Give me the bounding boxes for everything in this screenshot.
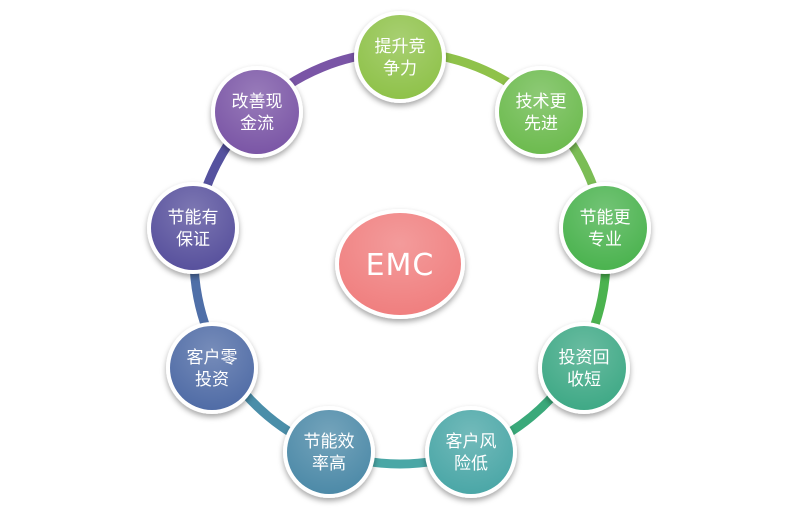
benefit-node-label-line: 客户风 (446, 432, 497, 452)
benefit-node-label-line: 专业 (588, 230, 622, 250)
benefit-nodes: 提升竞争力技术更先进节能更专业投资回收短客户风险低节能效率高客户零投资节能有保证… (147, 11, 651, 498)
benefit-node-label-line: 金流 (240, 114, 274, 134)
benefit-node-label-line: 先进 (524, 114, 558, 134)
benefit-node-label-line: 投资回 (559, 348, 610, 368)
benefit-node-label-line: 提升竞 (375, 37, 426, 57)
benefit-node-label-line: 节能有 (168, 208, 219, 228)
benefit-node-label-line: 险低 (454, 454, 488, 474)
center-label: EMC (366, 248, 435, 283)
benefit-node-label-line: 保证 (176, 230, 210, 250)
benefit-node-label-line: 改善现 (232, 92, 283, 112)
benefit-node-label-line: 技术更 (516, 92, 567, 112)
benefit-node-label-line: 投资 (195, 370, 229, 390)
benefit-node-label-line: 节能效 (304, 432, 355, 452)
center-node: EMC (335, 209, 465, 319)
benefit-node-label-line: 客户零 (187, 348, 238, 368)
benefit-node-label-line: 率高 (312, 454, 346, 474)
benefit-node-label-line: 争力 (383, 59, 417, 79)
benefit-node-label-line: 节能更 (580, 208, 631, 228)
benefit-node-label-line: 收短 (567, 370, 601, 390)
